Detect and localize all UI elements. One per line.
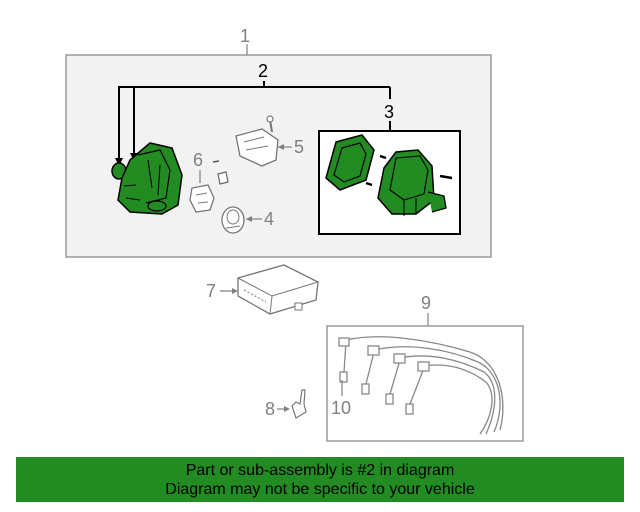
screw-icon bbox=[212, 160, 229, 185]
rotor-icon bbox=[221, 206, 245, 234]
arrow-head bbox=[232, 288, 238, 294]
parts-diagram: 1 2 3 6 5 bbox=[65, 26, 524, 442]
callout-8: 8 bbox=[265, 399, 275, 419]
callout-10: 10 bbox=[331, 398, 351, 418]
callout-7: 7 bbox=[206, 281, 216, 301]
ecu-icon bbox=[237, 264, 319, 315]
callout-9: 9 bbox=[421, 293, 431, 313]
arrow-head bbox=[246, 216, 252, 222]
banner-line-2: Diagram may not be specific to your vehi… bbox=[165, 481, 475, 498]
distributor-cap-icon bbox=[377, 149, 453, 216]
wire-set-box-9 bbox=[326, 325, 524, 442]
callout-1: 1 bbox=[240, 26, 250, 46]
callout-5: 5 bbox=[294, 137, 304, 157]
banner-line-1: Part or sub-assembly is #2 in diagram bbox=[185, 462, 455, 479]
callout-2: 2 bbox=[258, 61, 268, 81]
callout-4: 4 bbox=[264, 209, 274, 229]
distributor-icon bbox=[111, 142, 183, 215]
callout-3: 3 bbox=[384, 102, 394, 122]
callout-6: 6 bbox=[193, 150, 203, 170]
wire-set-icon bbox=[338, 336, 504, 435]
arrow-head bbox=[284, 406, 290, 412]
cap-gasket-icon bbox=[325, 134, 387, 191]
ignition-coil-icon bbox=[235, 115, 279, 167]
spark-plug-icon bbox=[291, 389, 307, 419]
arrow-head bbox=[115, 158, 123, 166]
sensor-icon bbox=[189, 184, 215, 213]
info-banner: Part or sub-assembly is #2 in diagram Di… bbox=[16, 457, 624, 502]
arrow-head bbox=[278, 144, 284, 150]
